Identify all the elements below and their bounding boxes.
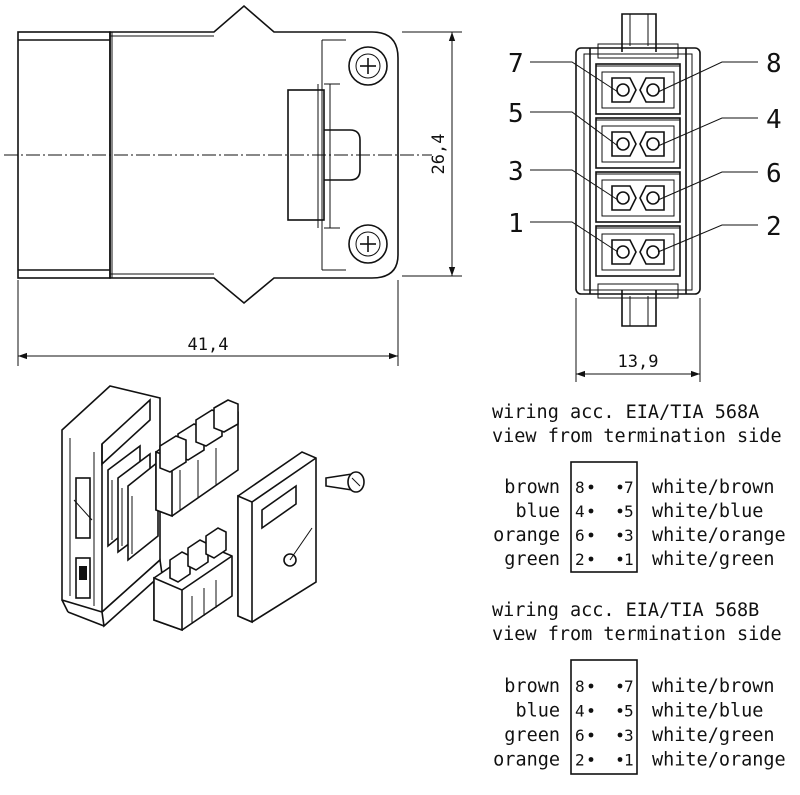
exploded-lower-block bbox=[153, 527, 233, 632]
pin-dot bbox=[588, 484, 594, 490]
pin-dot bbox=[588, 532, 594, 538]
wire-color-right: white/blue bbox=[652, 701, 763, 722]
pin-dot bbox=[617, 708, 623, 713]
pin-dot bbox=[588, 732, 594, 738]
wiring-568b-box bbox=[570, 659, 638, 775]
height-dimension-label: 26,4 bbox=[429, 134, 449, 175]
wiring-row: brown 8 7 white/brown bbox=[504, 676, 774, 697]
pin-number-right: 7 bbox=[624, 478, 634, 497]
side-view bbox=[4, 4, 432, 305]
wiring-568a: wiring acc. EIA/TIA 568A view from termi… bbox=[492, 402, 786, 573]
pin-dot bbox=[617, 683, 623, 689]
pin-label-1: 1 bbox=[508, 209, 524, 239]
pin-label-8: 8 bbox=[766, 49, 782, 79]
wiring-568b: wiring acc. EIA/TIA 568B view from termi… bbox=[492, 600, 786, 775]
pin-dot bbox=[617, 556, 623, 562]
contact-pair bbox=[595, 225, 681, 277]
pin-number-right: 7 bbox=[624, 677, 634, 696]
pin-number-left: 4 bbox=[575, 502, 585, 521]
pin-number-right: 5 bbox=[624, 502, 634, 521]
pin-number-left: 6 bbox=[575, 726, 585, 745]
pin-dot bbox=[617, 732, 623, 738]
pin-label-7: 7 bbox=[508, 49, 524, 79]
pin-dot bbox=[588, 708, 594, 713]
wiring-row: orange 2 1 white/orange bbox=[493, 750, 785, 771]
length-dimension-label: 41,4 bbox=[188, 335, 229, 355]
pin-number-right: 1 bbox=[624, 550, 634, 569]
pin-label-4: 4 bbox=[766, 105, 782, 135]
pin-dot bbox=[588, 757, 594, 762]
pin-dot bbox=[617, 508, 623, 514]
exploded-view bbox=[61, 385, 365, 632]
pin-number-right: 5 bbox=[624, 702, 634, 721]
front-view-contacts bbox=[595, 63, 681, 277]
exploded-cover-plate bbox=[237, 451, 317, 624]
wiring-568a-subtitle: view from termination side bbox=[492, 426, 782, 447]
pin-number-left: 4 bbox=[575, 702, 585, 721]
wire-color-left: green bbox=[504, 725, 560, 746]
wiring-568a-box bbox=[570, 461, 638, 573]
wiring-568b-title: wiring acc. EIA/TIA 568B bbox=[492, 600, 759, 621]
bottom-screw-icon bbox=[348, 224, 388, 264]
contact-pair bbox=[595, 171, 681, 223]
wiring-row: orange 6 3 white/orange bbox=[493, 525, 785, 546]
pin-number-left: 8 bbox=[575, 478, 585, 497]
wire-color-right: white/brown bbox=[652, 676, 775, 697]
pin-leaders bbox=[530, 61, 758, 253]
exploded-upper-block bbox=[155, 399, 239, 518]
pin-dot bbox=[588, 508, 594, 514]
front-view bbox=[575, 13, 701, 327]
pin-number-left: 2 bbox=[575, 550, 585, 569]
pin-label-2: 2 bbox=[766, 212, 782, 242]
wire-color-right: white/orange bbox=[652, 750, 786, 771]
pin-dot bbox=[588, 683, 594, 689]
pin-number-left: 8 bbox=[575, 677, 585, 696]
side-view-latch bbox=[287, 89, 325, 221]
exploded-screw-icon bbox=[325, 471, 365, 493]
wiring-568a-title: wiring acc. EIA/TIA 568A bbox=[492, 402, 759, 423]
wire-color-right: white/green bbox=[652, 549, 775, 570]
pin-dot bbox=[617, 757, 623, 762]
pin-number-right: 3 bbox=[624, 726, 634, 745]
pin-label-6: 6 bbox=[766, 159, 782, 189]
contact-pair bbox=[595, 117, 681, 169]
wire-color-right: white/orange bbox=[652, 525, 786, 546]
wire-color-left: orange bbox=[493, 525, 560, 546]
side-view-dimensions: 41,4 26,4 bbox=[17, 31, 462, 366]
wire-color-left: blue bbox=[515, 701, 560, 722]
pin-dot bbox=[588, 556, 594, 562]
wire-color-right: white/green bbox=[652, 725, 775, 746]
pin-label-5: 5 bbox=[508, 99, 524, 129]
front-view-housing bbox=[575, 47, 701, 295]
pin-label-3: 3 bbox=[508, 157, 524, 187]
wire-color-left: blue bbox=[515, 501, 560, 522]
exploded-housing bbox=[61, 385, 163, 628]
wiring-568b-subtitle: view from termination side bbox=[492, 624, 782, 645]
top-screw-icon bbox=[348, 46, 388, 86]
pin-dot bbox=[617, 484, 623, 490]
wiring-568b-rows: brown 8 7 white/brown blue 4 5 white/blue green 6… bbox=[493, 676, 785, 771]
pin-dot bbox=[617, 532, 623, 538]
wiring-row: blue 4 5 white/blue bbox=[515, 501, 763, 522]
wiring-row: green 6 3 white/green bbox=[504, 725, 774, 746]
pin-number-right: 3 bbox=[624, 526, 634, 545]
pin-number-left: 2 bbox=[575, 751, 585, 770]
wire-color-left: green bbox=[504, 549, 560, 570]
width-dimension-label: 13,9 bbox=[618, 352, 659, 372]
wiring-row: brown 8 7 white/brown bbox=[504, 477, 774, 498]
pin-number-left: 6 bbox=[575, 526, 585, 545]
contact-pair bbox=[595, 63, 681, 115]
side-view-housing bbox=[109, 4, 399, 305]
wiring-row: green 2 1 white/green bbox=[504, 549, 774, 570]
wiring-568a-rows: brown 8 7 white/brown blue 4 5 white/blue orange… bbox=[493, 477, 785, 570]
wire-color-left: brown bbox=[504, 477, 560, 498]
wire-color-left: orange bbox=[493, 750, 560, 771]
wire-color-right: white/brown bbox=[652, 477, 775, 498]
pin-number-right: 1 bbox=[624, 751, 634, 770]
wiring-row: blue 4 5 white/blue bbox=[515, 701, 763, 722]
wire-color-left: brown bbox=[504, 676, 560, 697]
width-dimension: 13,9 bbox=[575, 298, 701, 382]
wire-color-right: white/blue bbox=[652, 501, 763, 522]
